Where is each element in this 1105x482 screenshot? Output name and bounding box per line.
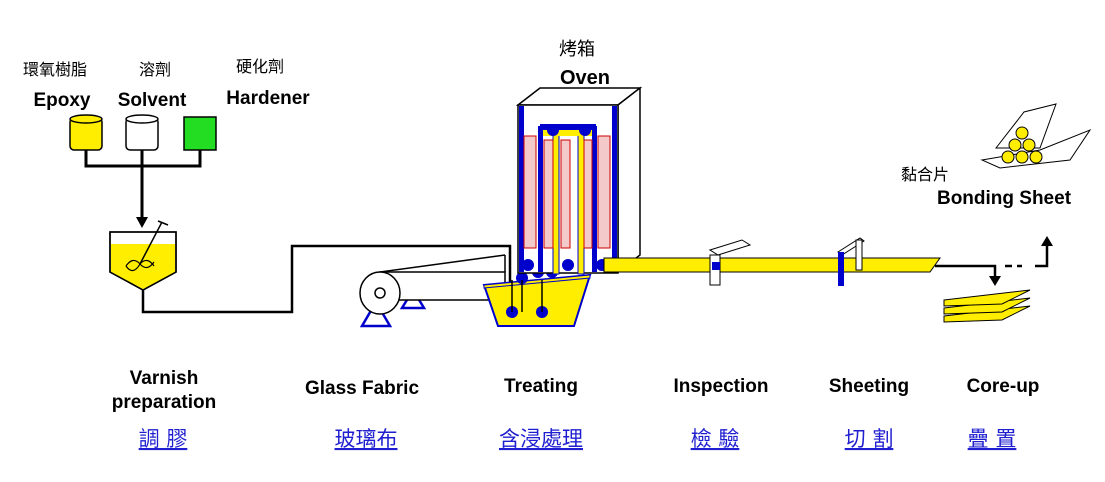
hardener-label-en: Hardener [226,88,310,109]
solvent-container [125,114,159,151]
stage-varnish-line1: Varnish [130,368,199,389]
core-up-arrows [935,246,1049,278]
stacked-sheets [943,289,1031,323]
solvent-label-en: Solvent [118,90,187,111]
stage-inspection: Inspection [673,376,768,397]
stage-sheeting: Sheeting [829,376,909,397]
sheeting-cutter [837,237,865,286]
product-label-zh: 黏合片 [901,165,949,184]
link-glass-fabric[interactable]: 玻璃布 [335,427,398,451]
product-label-en: Bonding Sheet [937,188,1072,209]
oven-label-en: Oven [560,67,610,89]
varnish-pipe [141,244,512,314]
inspection-station [708,239,752,286]
hardener-label-zh: 硬化劑 [236,57,284,76]
link-varnish[interactable]: 調 膠 [139,427,188,451]
bonding-sheet-rolls [980,103,1092,169]
hardener-container [183,116,217,151]
stage-varnish-line2: preparation [112,392,217,413]
link-treating[interactable]: 含浸處理 [499,427,583,451]
arrowhead-up [1041,236,1053,246]
prepreg-web [603,257,941,273]
stage-core-up: Core-up [967,376,1040,397]
mixing-tank [109,220,177,291]
epoxy-label-en: Epoxy [33,90,90,111]
solvent-label-zh: 溶劑 [139,60,171,79]
stage-links[interactable]: 調 膠 玻璃布 含浸處理 檢 驗 切 割 疊 置 [139,427,1017,451]
stage-treating: Treating [504,376,578,397]
feed-arrowhead [136,217,148,228]
stage-labels: Varnish preparation Glass Fabric Treatin… [112,368,1040,413]
stage-glass-fabric: Glass Fabric [305,378,419,399]
link-sheeting[interactable]: 切 割 [845,427,894,451]
epoxy-container [69,114,103,151]
epoxy-label-zh: 環氧樹脂 [23,60,87,79]
arrowhead-down [989,276,1001,286]
glass-fabric-roll [359,254,506,328]
treating-bath [482,266,592,327]
feed-lines [84,150,202,218]
link-core-up[interactable]: 疊 置 [968,427,1017,451]
oven [515,86,643,275]
link-inspection[interactable]: 檢 驗 [691,427,740,451]
oven-label-zh: 烤箱 [559,39,595,60]
